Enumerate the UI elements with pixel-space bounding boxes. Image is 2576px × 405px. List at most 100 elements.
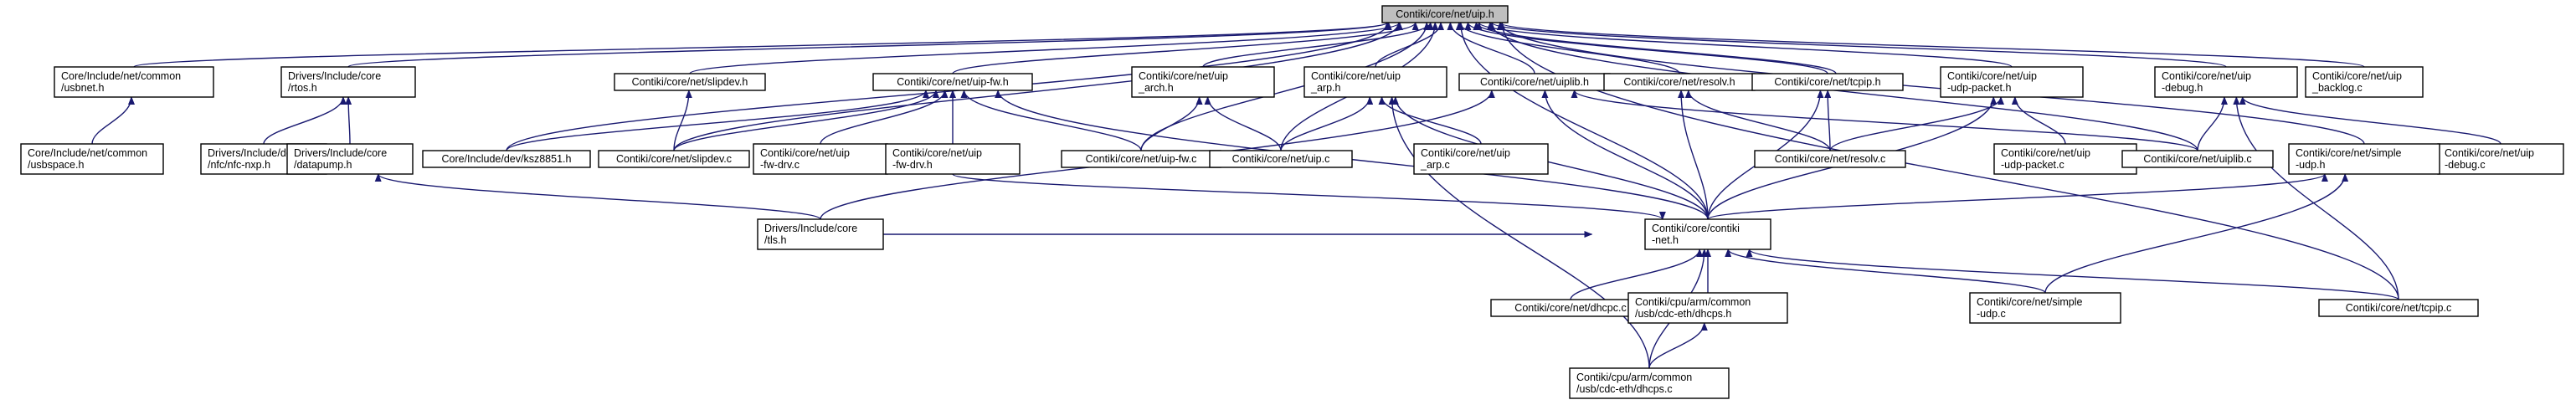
- graph-node-uiplib-c[interactable]: Contiki/core/net/uiplib.c: [2121, 150, 2274, 168]
- graph-node-uip-fw-drv-h[interactable]: Contiki/core/net/uip-fw-drv.h: [885, 143, 1021, 175]
- graph-node-tcpip-h[interactable]: Contiki/core/net/tcpip.h: [1751, 73, 1904, 91]
- include-edge-usbspace-h-to-usbnet-h: [91, 96, 135, 145]
- node-label-line: Core/Include/dev/ksz8851.h: [441, 153, 571, 165]
- node-box: [54, 66, 214, 98]
- include-edge-resolv-c-to-resolv-h: [1684, 90, 1831, 151]
- node-label-line: Contiki/core/net/uip: [2445, 147, 2534, 159]
- graph-node-resolv-c[interactable]: Contiki/core/net/resolv.c: [1754, 150, 1906, 168]
- node-label-line: Contiki/core/net/uip: [1947, 70, 2037, 82]
- node-box: [2318, 299, 2479, 317]
- node-label-line: _arch.h: [1138, 82, 1174, 94]
- graph-node-simple-udp-h[interactable]: Contiki/core/net/simple-udp.h: [2288, 143, 2440, 175]
- node-label-line: Contiki/core/net/uip.h: [1396, 8, 1494, 20]
- graph-node-uip-c[interactable]: Contiki/core/net/uip.c: [1209, 150, 1353, 168]
- graph-node-udp-packet-c[interactable]: Contiki/core/net/uip-udp-packet.c: [1993, 143, 2137, 175]
- node-box: [614, 73, 766, 91]
- include-edge-udp-packet-c-to-udp-packet-h: [2011, 96, 2066, 145]
- graph-node-uiplib-h[interactable]: Contiki/core/net/uiplib.h: [1458, 73, 1611, 91]
- node-label-line: Drivers/Include/core: [764, 223, 857, 234]
- node-label-line: Drivers/Include/dev: [208, 147, 298, 159]
- graph-node-uip-debug-h[interactable]: Contiki/core/net/uip-debug.h: [2154, 66, 2298, 98]
- node-box: [2121, 150, 2274, 168]
- node-box: [1644, 218, 1771, 250]
- graph-node-uip-arp-c[interactable]: Contiki/core/net/uip_arp.c: [1413, 143, 1549, 175]
- node-box: [757, 218, 884, 250]
- graph-node-simple-udp-c[interactable]: Contiki/core/net/simple-udp.c: [1969, 292, 2121, 324]
- graph-node-udp-packet-h[interactable]: Contiki/core/net/uip-udp-packet.h: [1940, 66, 2084, 98]
- graph-node-ksz8851-h[interactable]: Core/Include/dev/ksz8851.h: [422, 150, 591, 168]
- node-label-line: Contiki/cpu/arm/common: [1635, 296, 1751, 308]
- node-box: [753, 143, 888, 175]
- node-label-line: /usbnet.h: [61, 82, 104, 94]
- node-label-line: Contiki/core/net/slipdev.c: [616, 153, 732, 165]
- include-edge-slipdev-c-to-slipdev-h: [673, 90, 692, 151]
- node-box: [2154, 66, 2298, 98]
- node-box: [422, 150, 591, 168]
- include-edge-backlog-c-to-uip-h: [1497, 22, 2365, 68]
- node-label-line: -net.h: [1652, 234, 1679, 246]
- include-edge-contiki-net-h-to-uiplib-h: [1541, 90, 1709, 220]
- graph-node-uip-h[interactable]: Contiki/core/net/uip.h: [1381, 5, 1509, 23]
- node-label-line: _arp.c: [1420, 159, 1450, 171]
- node-box: [1993, 143, 2137, 175]
- node-label-line: Contiki/core/net/resolv.c: [1775, 153, 1885, 165]
- graph-node-dhcps-h[interactable]: Contiki/cpu/arm/common/usb/cdc-eth/dhcps…: [1627, 292, 1788, 324]
- node-label-line: Contiki/core/net/simple: [1977, 296, 2082, 308]
- graph-node-backlog-c[interactable]: Contiki/core/net/uip_backlog.c: [2305, 66, 2424, 98]
- include-edge-contiki-net-h-to-resolv-h: [1678, 90, 1709, 220]
- node-label-line: Contiki/core/net/tcpip.c: [2346, 302, 2451, 314]
- include-edge-contiki-net-h-to-uip-arp-h: [1391, 96, 1709, 220]
- node-label-line: Core/Include/net/common: [61, 70, 181, 82]
- graph-node-usbspace-h[interactable]: Core/Include/net/common/usbspace.h: [20, 143, 164, 175]
- include-edge-uip-debug-h-to-uip-h: [1489, 22, 2227, 68]
- graph-node-slipdev-c[interactable]: Contiki/core/net/slipdev.c: [598, 150, 750, 168]
- node-box: [1381, 5, 1509, 23]
- include-edge-slipdev-h-to-uip-h: [689, 22, 1403, 74]
- node-box: [885, 143, 1021, 175]
- node-label-line: -fw-drv.c: [760, 159, 800, 171]
- node-box: [1969, 292, 2121, 324]
- node-box: [1627, 292, 1788, 324]
- include-edge-uiplib-c-to-uiplib-h: [1571, 90, 2198, 151]
- graph-node-contiki-net-h[interactable]: Contiki/core/contiki-net.h: [1644, 218, 1771, 250]
- node-label-line: -debug.h: [2162, 82, 2203, 94]
- graph-node-uip-arp-h[interactable]: Contiki/core/net/uip_arp.h: [1303, 66, 1447, 98]
- include-edge-rtos-h-to-uip-h: [347, 22, 1391, 68]
- graph-node-resolv-h[interactable]: Contiki/core/net/resolv.h: [1603, 73, 1756, 91]
- node-box: [598, 150, 750, 168]
- graph-node-tcpip-c[interactable]: Contiki/core/net/tcpip.c: [2318, 299, 2479, 317]
- node-box: [1751, 73, 1904, 91]
- graph-node-datapump-h[interactable]: Drivers/Include/core/datapump.h: [286, 143, 414, 175]
- include-edge-slipdev-c-to-uip-fw-h: [673, 90, 939, 151]
- graph-node-uip-arch-h[interactable]: Contiki/core/net/uip_arch.h: [1131, 66, 1275, 98]
- node-label-line: -udp.c: [1977, 308, 2006, 320]
- graph-node-dhcpc-c[interactable]: Contiki/core/net/dhcpc.c: [1490, 299, 1651, 317]
- include-edge-uip-debug-c-to-uip-debug-h: [2239, 96, 2501, 145]
- node-box: [1754, 150, 1906, 168]
- edges-layer: [91, 22, 2501, 369]
- include-edge-uip-fw-c-to-uip-arch-h: [1140, 96, 1203, 151]
- graph-node-usbnet-h[interactable]: Core/Include/net/common/usbnet.h: [54, 66, 214, 98]
- graph-node-rtos-h[interactable]: Drivers/Include/core/rtos.h: [280, 66, 416, 98]
- graph-node-uip-fw-drv-c[interactable]: Contiki/core/net/uip-fw-drv.c: [753, 143, 888, 175]
- include-edge-uip-arp-h-to-uip-h: [1375, 22, 1444, 68]
- include-edge-uip-arch-h-to-uip-h: [1202, 22, 1434, 68]
- node-box: [20, 143, 164, 175]
- graph-node-uip-fw-c[interactable]: Contiki/core/net/uip-fw.c: [1061, 150, 1221, 168]
- node-box: [1303, 66, 1447, 98]
- node-label-line: Contiki/core/net/simple: [2296, 147, 2401, 159]
- include-edge-dhcps-c-to-uip-arp-h: [1388, 96, 1650, 369]
- node-label-line: -udp-packet.h: [1947, 82, 2011, 94]
- node-label-line: /rtos.h: [288, 82, 317, 94]
- node-label-line: _backlog.c: [2311, 82, 2363, 94]
- node-label-line: -fw-drv.h: [892, 159, 933, 171]
- node-label-line: Core/Include/net/common: [28, 147, 147, 159]
- include-edge-tcpip-c-to-uip-debug-h: [2233, 96, 2399, 300]
- graph-node-dhcps-c[interactable]: Contiki/cpu/arm/common/usb/cdc-eth/dhcps…: [1569, 367, 1730, 399]
- include-edge-dhcpc-c-to-contiki-net-h: [1570, 249, 1704, 300]
- graph-node-slipdev-h[interactable]: Contiki/core/net/slipdev.h: [614, 73, 766, 91]
- graph-node-uip-fw-h[interactable]: Contiki/core/net/uip-fw.h: [872, 73, 1033, 91]
- graph-node-tls-h[interactable]: Drivers/Include/core/tls.h: [757, 218, 884, 250]
- graph-node-uip-debug-c[interactable]: Contiki/core/net/uip-debug.c: [2437, 143, 2564, 175]
- node-label-line: Contiki/cpu/arm/common: [1576, 372, 1692, 383]
